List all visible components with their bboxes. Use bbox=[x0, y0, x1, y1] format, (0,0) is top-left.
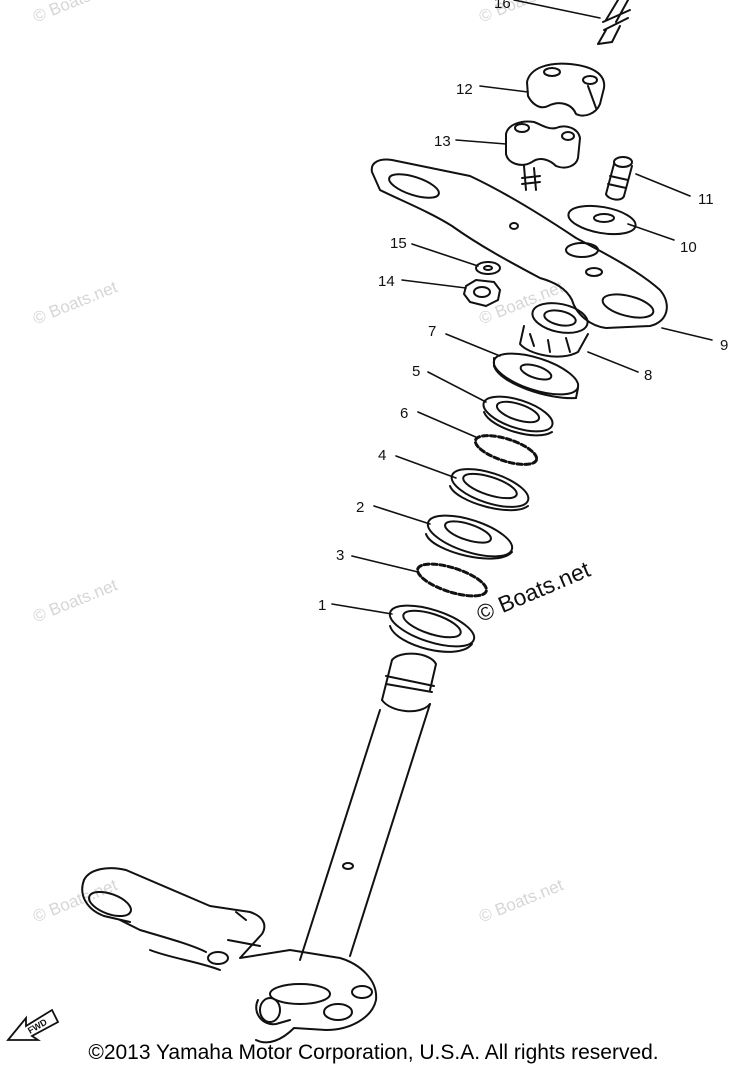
part-16-bolt bbox=[597, 0, 631, 45]
callout-14: 14 bbox=[378, 273, 395, 290]
part-13-clamp-lower bbox=[505, 120, 581, 191]
part-12-clamp-upper bbox=[526, 62, 606, 117]
callout-16: 16 bbox=[494, 0, 511, 12]
leader-lines bbox=[331, 0, 713, 615]
part-2-race bbox=[425, 514, 514, 560]
callout-15: 15 bbox=[390, 235, 407, 252]
part-5-race bbox=[482, 395, 554, 437]
callout-10: 10 bbox=[680, 239, 697, 256]
callout-3: 3 bbox=[336, 547, 344, 564]
part-15-washer bbox=[475, 261, 501, 275]
part-3-balls bbox=[416, 562, 488, 598]
callout-8: 8 bbox=[644, 367, 652, 384]
callout-11: 11 bbox=[698, 191, 714, 208]
part-11-bolt bbox=[605, 156, 633, 201]
part-8-ring-nut bbox=[519, 302, 589, 358]
part-1-race bbox=[388, 604, 476, 653]
callout-9: 9 bbox=[720, 337, 728, 354]
lower-bracket bbox=[81, 867, 378, 1044]
callout-6: 6 bbox=[400, 405, 408, 422]
copyright-notice: ©2013 Yamaha Motor Corporation, U.S.A. A… bbox=[88, 1041, 659, 1064]
callout-2: 2 bbox=[356, 499, 364, 516]
callout-1: 1 bbox=[318, 597, 326, 614]
callout-5: 5 bbox=[412, 363, 420, 380]
callout-13: 13 bbox=[434, 133, 451, 150]
part-4-race bbox=[449, 468, 530, 512]
part-7-cover bbox=[492, 352, 580, 400]
part-6-balls bbox=[473, 434, 539, 466]
part-14-nut bbox=[463, 279, 501, 307]
callout-labels: 16 12 13 11 10 15 14 9 7 8 5 6 4 2 3 1 bbox=[318, 0, 728, 614]
steering-stem bbox=[299, 652, 437, 961]
fwd-arrow-icon: FWD bbox=[6, 1008, 60, 1041]
part-9-upper-bracket bbox=[370, 158, 668, 329]
part-10-washer bbox=[567, 204, 637, 236]
callout-12: 12 bbox=[456, 81, 473, 98]
callout-4: 4 bbox=[378, 447, 386, 464]
callout-7: 7 bbox=[428, 323, 436, 340]
